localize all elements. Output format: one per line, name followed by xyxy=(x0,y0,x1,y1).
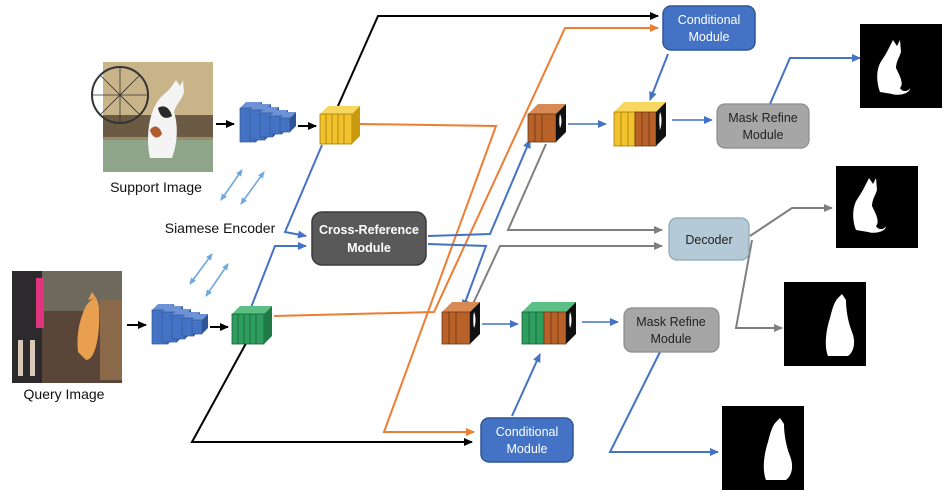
support-to-bottom-conditional-arrow xyxy=(359,123,498,436)
svg-text:Module: Module xyxy=(689,30,730,44)
query-to-cross-reference-arrow xyxy=(249,242,307,311)
conditional-module-bottom: Conditional Module xyxy=(480,417,574,463)
query-mask-output-bottom xyxy=(722,406,804,490)
svg-text:Conditional: Conditional xyxy=(678,13,741,27)
top-refine-to-output-arrow xyxy=(769,54,861,105)
svg-text:Cross-Reference: Cross-Reference xyxy=(319,223,419,237)
svg-text:Mask Refine: Mask Refine xyxy=(636,315,706,329)
query-encoder-stack xyxy=(151,304,208,345)
mask-refine-module-top: Mask Refine Module xyxy=(716,103,810,149)
support-feature-yellow xyxy=(319,106,360,145)
query-image-label: Query Image xyxy=(24,386,105,402)
conditional-module-top: Conditional Module xyxy=(662,5,756,51)
conditional-top-to-merge-arrow xyxy=(649,53,669,101)
decoder-to-support-mask-arrow xyxy=(749,204,833,237)
siamese-weight-sharing-arrows xyxy=(189,169,265,297)
support-to-cross-reference-arrow xyxy=(283,144,323,239)
svg-text:Module: Module xyxy=(651,332,692,346)
conditional-bottom-to-merge-arrow xyxy=(511,353,541,417)
decoder-to-query-mask-arrow xyxy=(734,239,783,332)
query-to-top-conditional-arrow xyxy=(273,24,659,317)
support-feature-to-conditional-arrow xyxy=(337,12,659,107)
top-merged-feature xyxy=(613,102,666,147)
svg-text:Module: Module xyxy=(743,128,784,142)
query-feature-green xyxy=(231,306,272,345)
svg-text:Module: Module xyxy=(507,442,548,456)
svg-text:Mask Refine: Mask Refine xyxy=(728,111,798,125)
bottom-refine-to-output-arrow xyxy=(608,351,719,456)
cross-reference-to-top-branch-arrow xyxy=(427,139,531,237)
query-image-photo xyxy=(12,271,122,383)
support-image-label: Support Image xyxy=(110,179,202,195)
support-mask-output-decoder xyxy=(836,166,918,248)
support-encoder-stack xyxy=(239,102,296,143)
mask-refine-module-bottom: Mask Refine Module xyxy=(623,307,720,353)
bottom-branch-to-decoder-arrow xyxy=(471,242,663,307)
svg-text:Decoder: Decoder xyxy=(685,233,732,247)
support-mask-output-top xyxy=(860,24,942,108)
svg-text:Conditional: Conditional xyxy=(496,425,559,439)
cross-reference-module: Cross-Reference Module xyxy=(311,211,427,266)
bottom-merged-feature xyxy=(521,302,576,345)
top-branch-to-decoder-arrow xyxy=(506,143,663,234)
svg-text:Module: Module xyxy=(347,241,391,255)
support-image-photo xyxy=(91,62,213,172)
query-mask-output-decoder xyxy=(784,282,866,366)
cross-reference-to-bottom-branch-arrow xyxy=(427,243,488,309)
query-feature-to-conditional-arrow xyxy=(190,335,473,446)
decoder-module: Decoder xyxy=(668,217,750,261)
top-cross-feature-brown xyxy=(527,104,566,143)
bottom-cross-feature-brown xyxy=(441,302,480,345)
siamese-encoder-label: Siamese Encoder xyxy=(165,220,276,236)
